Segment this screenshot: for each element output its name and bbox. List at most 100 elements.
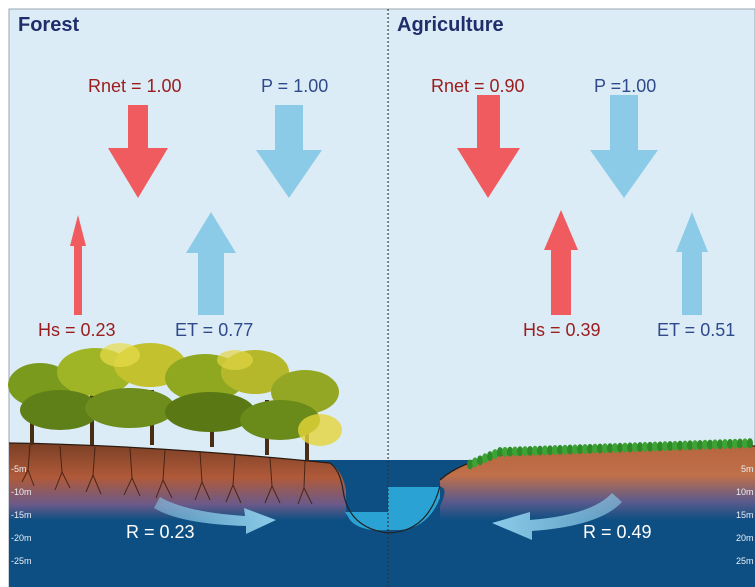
- depth-label: 25m: [736, 556, 754, 566]
- crop-plant: [672, 440, 678, 451]
- forest-p-label: P = 1.00: [261, 76, 328, 96]
- crop-plant: [487, 451, 493, 462]
- crop-plant: [707, 439, 713, 450]
- crop-plant: [497, 447, 503, 457]
- crop-plant: [687, 440, 693, 451]
- depth-label: -20m: [11, 533, 32, 543]
- crop-plant: [632, 442, 638, 453]
- forest-et-arrow: [186, 212, 236, 253]
- agriculture-et-arrow: [676, 212, 708, 252]
- crop-plant: [522, 446, 528, 457]
- crop-plant: [477, 455, 483, 466]
- depth-label: -10m: [11, 487, 32, 497]
- forest-runoff-label: R = 0.23: [126, 522, 195, 542]
- forest-runoff-arrow: [154, 497, 276, 534]
- crop-plant: [527, 445, 533, 456]
- crop-plant: [732, 438, 738, 449]
- agriculture-stream-water: [388, 487, 440, 530]
- forest-soil-layer: [9, 443, 346, 520]
- crop-plant: [647, 441, 653, 452]
- crop-plant: [512, 446, 518, 457]
- crop-plant: [547, 445, 553, 456]
- crop-plant: [502, 446, 508, 457]
- agriculture-title: Agriculture: [397, 14, 504, 36]
- depth-label: 10m: [736, 487, 754, 497]
- crop-plant: [692, 440, 698, 451]
- depth-label: 20m: [736, 533, 754, 543]
- agriculture-et-label: ET = 0.51: [657, 320, 735, 340]
- crop-plant: [652, 441, 658, 452]
- forest-hs-arrow: [70, 215, 86, 246]
- forest-p-arrow: [256, 105, 322, 198]
- crop-plant: [622, 442, 628, 453]
- depth-label: -5m: [11, 464, 27, 474]
- crop-plant: [697, 439, 703, 450]
- agriculture-runoff-label: R = 0.49: [583, 522, 652, 542]
- agriculture-hs-label: Hs = 0.39: [523, 320, 601, 340]
- crop-plant: [492, 449, 498, 460]
- agriculture-crops: [467, 438, 753, 470]
- forest-rnet-label: Rnet = 1.00: [88, 76, 182, 96]
- crop-plant: [617, 442, 623, 453]
- crop-plant: [517, 446, 523, 457]
- crop-plant: [742, 438, 748, 449]
- agriculture-hs-arrow: [544, 210, 578, 250]
- crop-plant: [537, 445, 543, 456]
- crop-plant: [712, 439, 718, 450]
- forest-hs-label: Hs = 0.23: [38, 320, 116, 340]
- crop-plant: [532, 445, 538, 456]
- frame-border: [8, 8, 755, 587]
- crop-plant: [602, 443, 608, 454]
- crop-plant: [627, 442, 633, 453]
- agriculture-depth-scale: 5m 10m 15m 20m 25m: [736, 464, 754, 566]
- crop-plant: [637, 442, 643, 453]
- depth-label: 5m: [741, 464, 754, 474]
- forest-title: Forest: [18, 14, 79, 36]
- crop-plant: [582, 444, 588, 454]
- crop-plant: [667, 441, 673, 451]
- crop-plant: [737, 438, 743, 449]
- crop-plant: [727, 438, 733, 449]
- depth-label: 15m: [736, 510, 754, 520]
- depth-label: -25m: [11, 556, 32, 566]
- crop-plant: [592, 443, 598, 454]
- crop-plant: [472, 457, 478, 468]
- crop-plant: [722, 439, 728, 450]
- crop-plant: [662, 441, 668, 452]
- crop-plant: [597, 443, 603, 454]
- crop-plant: [717, 439, 723, 450]
- agriculture-soil-layer: [440, 445, 755, 520]
- crop-plant: [682, 440, 688, 451]
- forest-et-label: ET = 0.77: [175, 320, 253, 340]
- forest-roots: [21, 444, 313, 505]
- crop-plant: [607, 443, 613, 454]
- crop-plant: [507, 446, 513, 457]
- depth-label: -15m: [11, 510, 32, 520]
- crop-plant: [587, 443, 593, 454]
- crop-plant: [702, 439, 708, 450]
- forest-depth-scale: -5m -10m -15m -20m -25m: [11, 464, 32, 566]
- crop-plant: [577, 444, 583, 455]
- agriculture-rnet-label: Rnet = 0.90: [431, 76, 525, 96]
- crop-plant: [552, 445, 558, 456]
- agriculture-p-label: P =1.00: [594, 76, 656, 96]
- crop-plant: [557, 444, 563, 455]
- agriculture-p-arrow: [590, 95, 658, 198]
- crop-plant: [747, 438, 753, 449]
- crop-plant: [677, 440, 683, 451]
- crop-plant: [642, 441, 648, 452]
- crop-plant: [657, 441, 663, 452]
- crop-plant: [572, 444, 578, 455]
- agriculture-runoff-arrow: [492, 493, 622, 540]
- crop-plant: [467, 459, 473, 470]
- crop-plant: [567, 444, 573, 455]
- crop-plant: [562, 444, 568, 455]
- agriculture-rnet-arrow: [457, 95, 520, 198]
- stream-channel-outline: [329, 462, 441, 534]
- forest-rnet-arrow: [108, 105, 168, 198]
- forest-stream-water: [345, 512, 388, 531]
- crop-plant: [542, 445, 548, 456]
- crop-plant: [482, 453, 488, 464]
